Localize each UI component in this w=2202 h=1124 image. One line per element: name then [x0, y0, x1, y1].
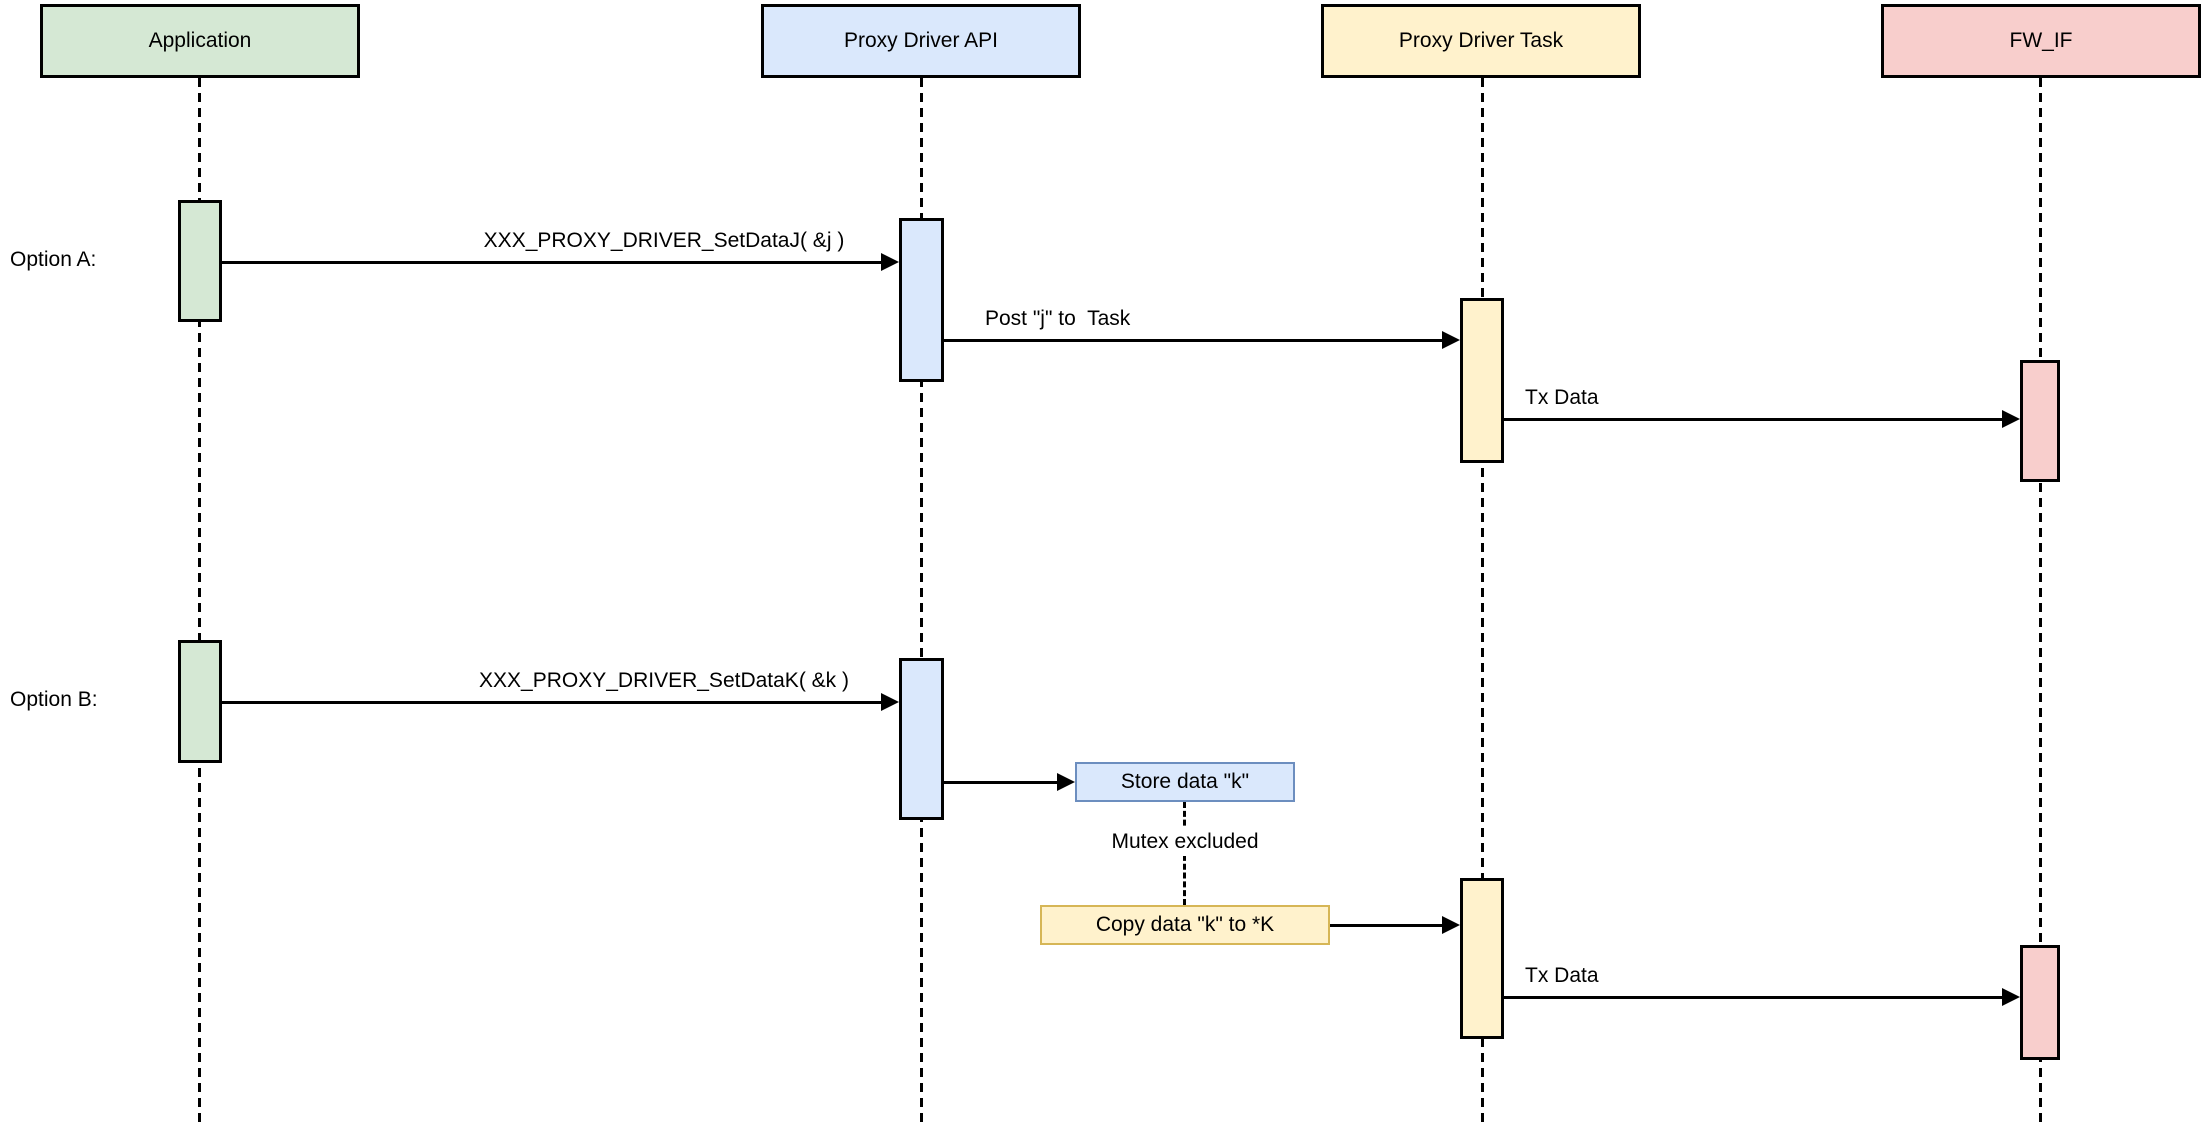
arrow-shaft — [1330, 923, 1446, 927]
actor-label-proxy-driver-api: Proxy Driver API — [843, 29, 999, 52]
message-label-txdata-a: Tx Data — [1525, 386, 1599, 409]
activation-task-option-a — [1460, 298, 1504, 463]
note-store-label: Store data "k" — [1120, 770, 1250, 793]
arrow-head-icon — [2002, 987, 2020, 1006]
note-copy-label: Copy data "k" to *K — [1095, 913, 1275, 936]
activation-api-option-a — [899, 218, 944, 382]
message-label-txdata-b: Tx Data — [1525, 964, 1599, 987]
activation-api-option-b — [899, 658, 944, 820]
actor-label-proxy-driver-task: Proxy Driver Task — [1398, 29, 1564, 52]
note-store-data-box: Store data "k" — [1075, 762, 1295, 802]
lifeline-application — [198, 78, 201, 1124]
actor-box-proxy-driver-api: Proxy Driver API — [761, 4, 1081, 78]
arrow-head-icon — [1442, 915, 1460, 934]
activation-fwif-option-a — [2020, 360, 2060, 482]
option-b-label: Option B: — [10, 688, 98, 711]
activation-fwif-option-b — [2020, 945, 2060, 1060]
actor-label-fw-if: FW_IF — [2009, 29, 2073, 52]
actor-box-application: Application — [40, 4, 360, 78]
message-label-setdataj: XXX_PROXY_DRIVER_SetDataJ( &j ) — [483, 229, 845, 252]
option-a-label: Option A: — [10, 248, 97, 271]
message-label-post-j: Post "j" to Task — [985, 307, 1131, 330]
lifeline-proxy-driver-task — [1481, 78, 1484, 1124]
arrow-shaft — [1504, 417, 2006, 421]
arrow-head-icon — [881, 692, 899, 711]
activation-application-option-b — [178, 640, 222, 763]
note-copy-data-box: Copy data "k" to *K — [1040, 905, 1330, 945]
message-label-setdatak: XXX_PROXY_DRIVER_SetDataK( &k ) — [479, 669, 849, 692]
arrow-head-icon — [1057, 772, 1075, 791]
actor-box-fw-if: FW_IF — [1881, 4, 2201, 78]
mutex-excluded-label: Mutex excluded — [1105, 828, 1265, 856]
actor-label-application: Application — [148, 29, 252, 52]
arrow-head-icon — [1442, 330, 1460, 349]
arrow-head-icon — [881, 252, 899, 271]
activation-task-option-b — [1460, 878, 1504, 1039]
arrow-shaft — [944, 338, 1446, 342]
activation-application-option-a — [178, 200, 222, 322]
arrow-shaft — [1504, 995, 2006, 999]
arrow-shaft — [222, 260, 885, 264]
actor-box-proxy-driver-task: Proxy Driver Task — [1321, 4, 1641, 78]
arrow-shaft — [222, 700, 885, 704]
lifeline-fw-if — [2039, 78, 2042, 1124]
arrow-head-icon — [2002, 409, 2020, 428]
arrow-shaft — [944, 780, 1061, 784]
lifeline-proxy-driver-api — [920, 78, 923, 1124]
